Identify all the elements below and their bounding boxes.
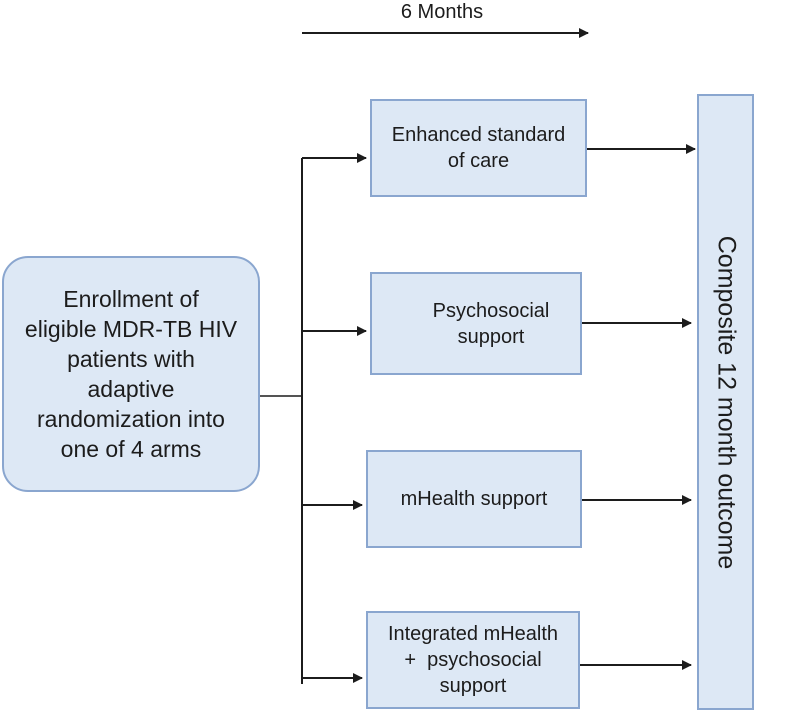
arm-psychosocial-support: Psychosocial support xyxy=(370,272,582,375)
enrollment-line: Enrollment of xyxy=(63,286,199,312)
arm-label-line: mHealth support xyxy=(400,488,548,510)
enrollment-line: one of 4 arms xyxy=(60,436,202,462)
arm-label-line: of care xyxy=(447,150,510,172)
arm-enhanced-standard-of-care: Enhanced standard of care xyxy=(370,99,587,197)
arm-label-line: Psychosocial xyxy=(432,299,550,322)
outcome-label: Composite 12 month outcome xyxy=(712,235,741,569)
timeline-label: 6 Months xyxy=(400,1,484,23)
enrollment-line: adaptive xyxy=(87,376,175,402)
arm-mhealth-support: mHealth support xyxy=(366,450,582,548)
enrollment-line: randomization into xyxy=(37,406,225,432)
outcome-box: Composite 12 month outcome xyxy=(697,94,754,710)
arm-label-line: support xyxy=(439,675,507,697)
enrollment-line: eligible MDR-TB HIV xyxy=(24,316,238,342)
enrollment-box: Enrollment of eligible MDR-TB HIV patien… xyxy=(2,256,260,492)
arm-label-line: Integrated mHealth xyxy=(387,623,559,645)
arm-label-line: Enhanced standard xyxy=(391,124,566,146)
enrollment-line: patients with xyxy=(67,346,195,372)
arm-label-line: support xyxy=(457,325,525,348)
arm-integrated-mhealth-psychosocial: Integrated mHealth + psychosocial suppor… xyxy=(366,611,580,709)
arm-label-line: + psychosocial xyxy=(404,649,542,671)
